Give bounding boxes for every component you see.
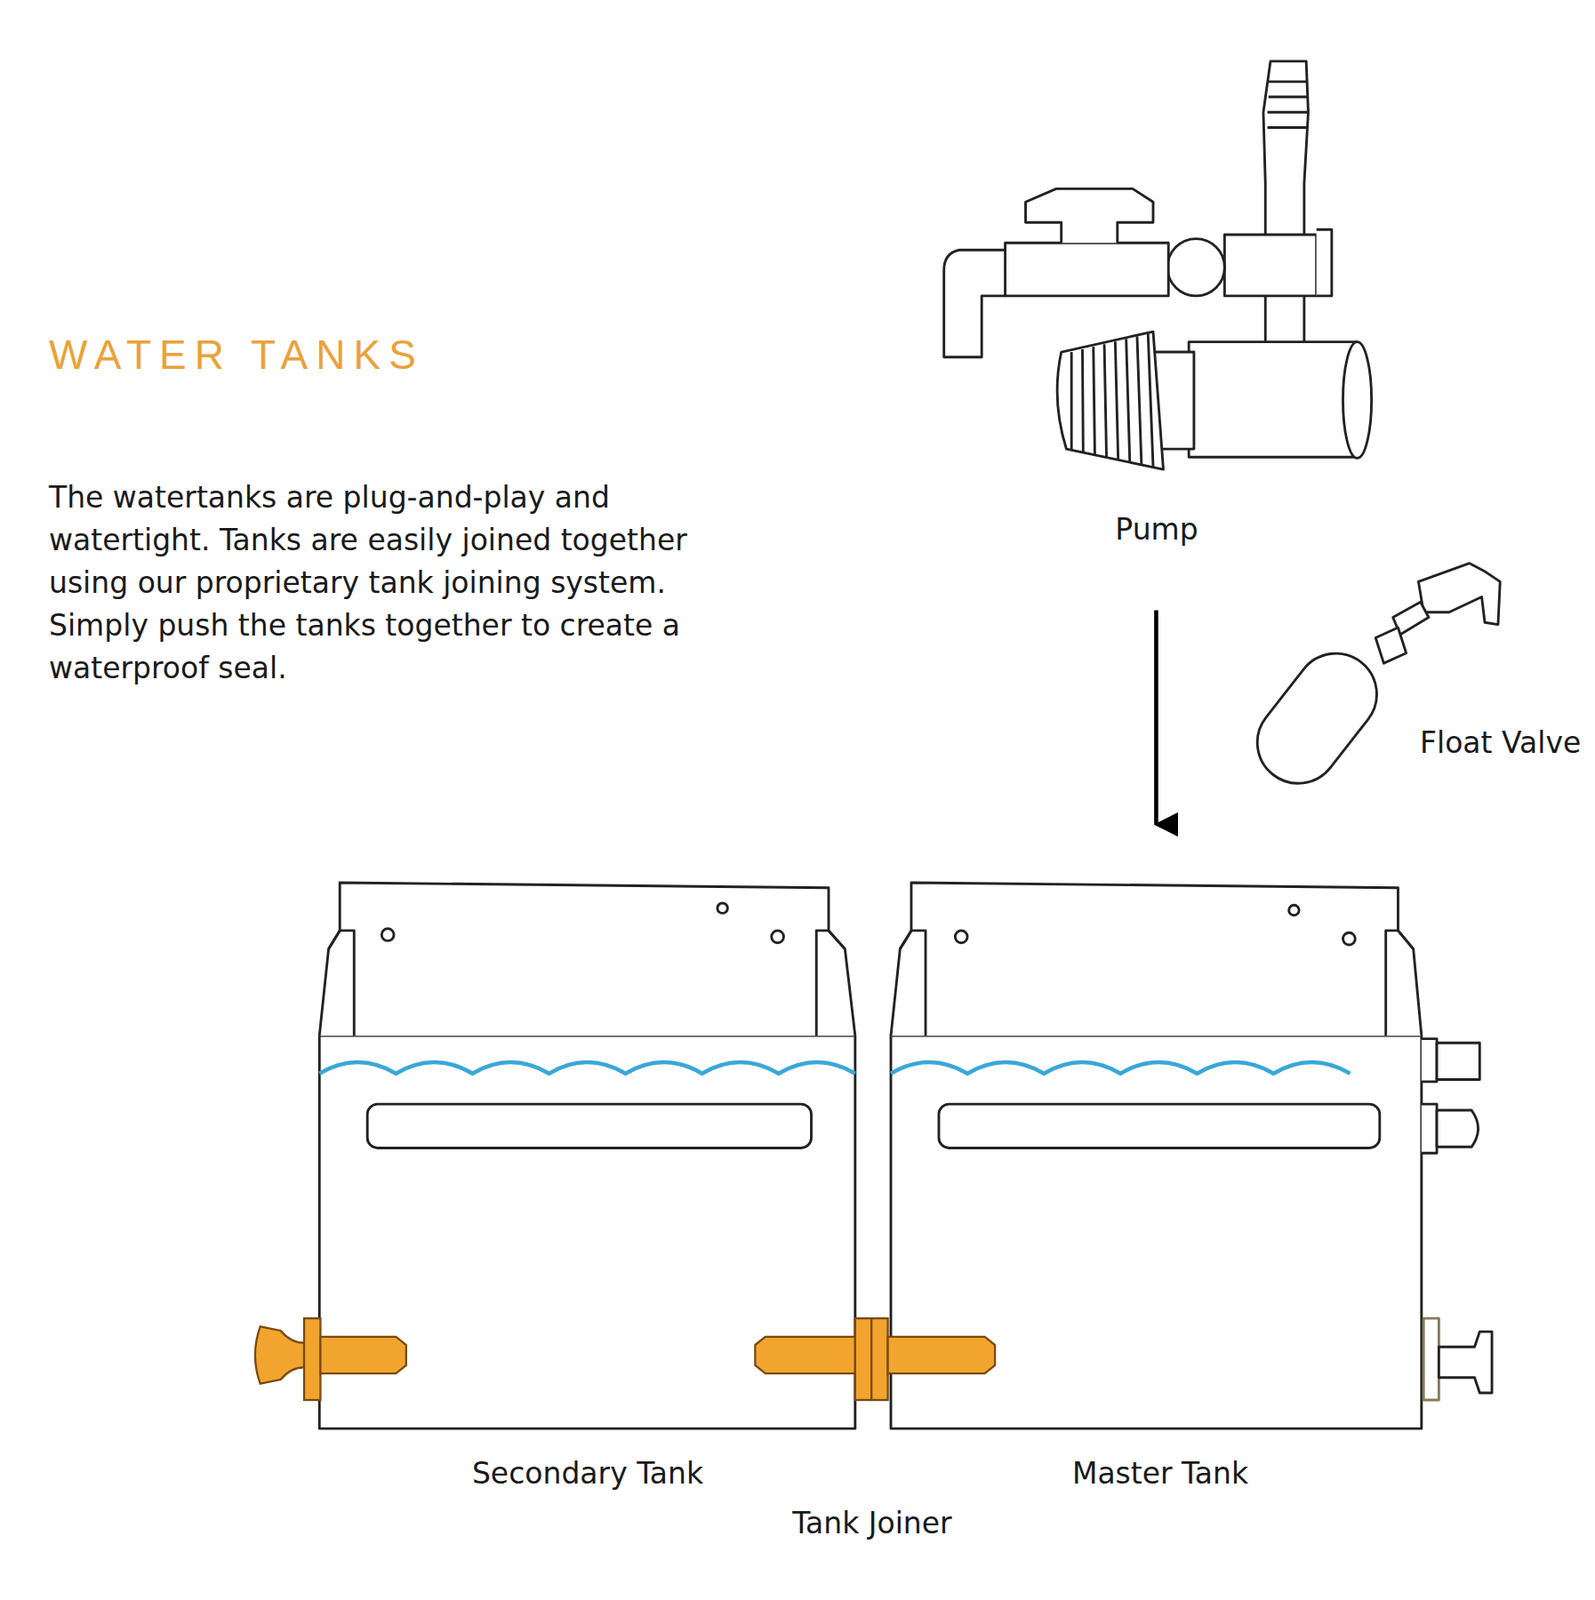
knurl-line — [1081, 349, 1085, 452]
part-label: Pump — [1114, 512, 1198, 547]
part-label: Secondary Tank — [472, 1456, 704, 1491]
knurl-line — [1114, 341, 1118, 460]
knurl-line — [1137, 336, 1142, 465]
float-valve-drawing — [1241, 563, 1501, 801]
knurl-line — [1093, 346, 1096, 455]
part-label: Float Valve — [1419, 725, 1581, 761]
knurl-line — [1104, 344, 1107, 457]
knurl-line — [1070, 352, 1074, 449]
knurl-line — [1126, 338, 1131, 463]
knurl-line — [1147, 333, 1154, 467]
part-label: Tank Joiner — [792, 1506, 952, 1541]
heading: WATER TANKS — [48, 330, 425, 379]
part-label: Master Tank — [1072, 1456, 1249, 1491]
pump-drawing — [944, 61, 1372, 470]
down-arrow — [1154, 609, 1159, 825]
water-line — [890, 1062, 1351, 1075]
secondary-tank-drawing — [319, 882, 856, 1429]
water-line — [319, 1062, 856, 1075]
tank-joiner-pegs — [255, 1318, 995, 1401]
description: The watertanks are plug-and-play and wat… — [48, 476, 725, 690]
